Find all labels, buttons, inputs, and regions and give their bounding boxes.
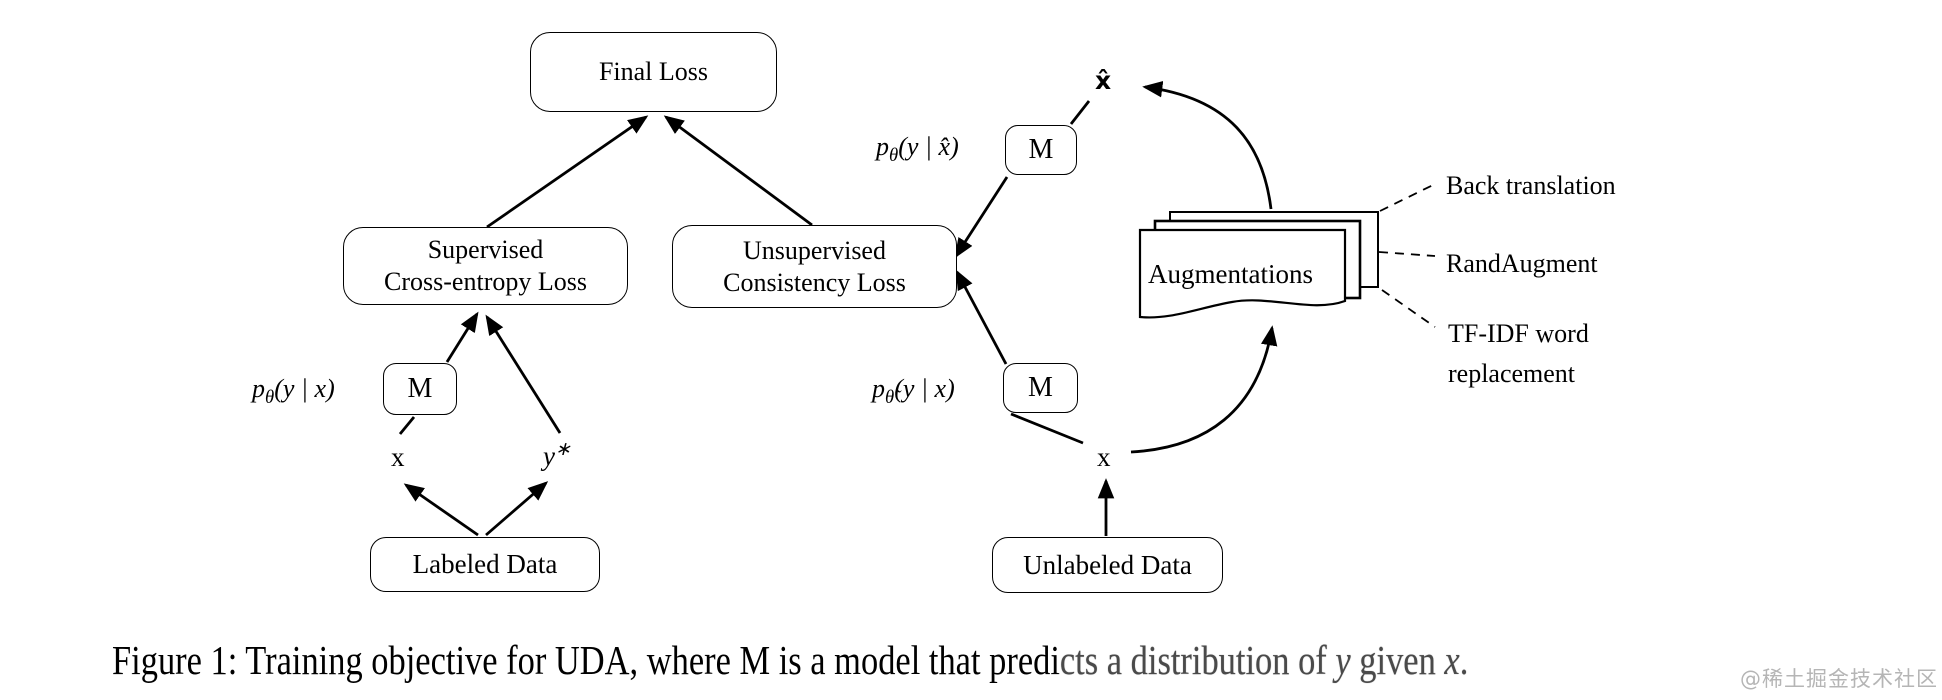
augmentation-method-randaugment: RandAugment: [1446, 249, 1598, 278]
model-node-bottom-right: M: [1003, 363, 1078, 413]
arrow-augmentations-to-xhat: [1142, 81, 1273, 210]
x-labeled-label: x: [391, 442, 405, 472]
arrow-supervised-to-final: [486, 115, 649, 229]
plain-connector-group: [398, 100, 1091, 445]
p-theta-given-xhat-label: pθ(y | x̂): [876, 132, 959, 165]
line-x-to-model-left: [398, 416, 416, 435]
math-sub-theta: θ: [265, 387, 275, 409]
math-sub-theta: θ: [889, 145, 899, 167]
dash-to-randaugment: [1378, 251, 1436, 257]
augmentations-page-stack: [1138, 211, 1379, 319]
arrow-model-top-to-unsupervised: [954, 176, 1009, 259]
augmentation-method-tfidf: TF-IDF word replacement: [1448, 319, 1589, 388]
y-star-label: y∗: [543, 438, 571, 472]
unsupervised-loss-node: Unsupervised Consistency Loss: [672, 225, 957, 308]
caption-text-faded-2: given: [1350, 637, 1445, 683]
p-theta-given-x-label: pθ(y | x): [252, 374, 335, 407]
caption-math-x: x: [1444, 637, 1460, 683]
x-unlabeled-label: x: [1097, 442, 1111, 472]
math-args: (y | x̂): [898, 132, 959, 161]
caption-text: Figure 1: Training objective for UDA, wh…: [112, 637, 1060, 683]
arrow-model-bottom-to-unsupervised: [955, 269, 1008, 365]
dashed-callout-group: [1378, 183, 1436, 328]
final-loss-node: Final Loss: [530, 32, 777, 112]
augmentations-page-label: Augmentations: [1148, 259, 1313, 289]
dash-to-back-translation: [1379, 183, 1436, 212]
labeled-data-node: Labeled Data: [370, 537, 600, 592]
x-hat-label: x̂: [1095, 66, 1112, 95]
figure-caption: Figure 1: Training objective for UDA, wh…: [112, 636, 1468, 684]
line-xhat-to-model-top: [1069, 100, 1091, 125]
math-p: p: [876, 132, 889, 161]
caption-text-faded: cts a distribution of: [1059, 637, 1336, 683]
arrow-ystar-to-supervised: [485, 314, 562, 434]
arrow-labeled-to-ystar: [485, 481, 549, 537]
page-front: [1138, 228, 1347, 319]
model-node-top-right: M: [1005, 125, 1077, 175]
model-node-left: M: [383, 363, 457, 415]
math-sub-theta-tilde: θ̃: [885, 387, 895, 409]
line-x-to-model-bottom: [1010, 412, 1084, 445]
math-p: p: [872, 374, 885, 403]
caption-period: .: [1459, 637, 1469, 683]
dash-to-tfidf: [1381, 289, 1436, 328]
unlabeled-data-node: Unlabeled Data: [992, 537, 1223, 593]
caption-math-y: y: [1335, 637, 1351, 683]
y-star-sup: ∗: [554, 439, 571, 460]
p-theta-tilde-given-x-label: pθ̃(y | x): [872, 374, 955, 407]
supervised-loss-node: Supervised Cross-entropy Loss: [343, 227, 628, 305]
y-base: y: [543, 441, 555, 471]
arrow-labeled-to-x: [403, 483, 479, 537]
arrow-x-to-augmentations: [1130, 325, 1278, 454]
augmentation-method-back-translation: Back translation: [1446, 171, 1616, 200]
arrow-group: [403, 81, 1278, 537]
math-args: (y | x): [894, 374, 955, 403]
arrow-unsupervised-to-final: [663, 115, 813, 227]
math-p: p: [252, 374, 265, 403]
watermark-text: @稀土掘金技术社区: [1740, 667, 1938, 691]
math-args: (y | x): [274, 374, 335, 403]
arrow-model-to-supervised: [445, 311, 479, 363]
